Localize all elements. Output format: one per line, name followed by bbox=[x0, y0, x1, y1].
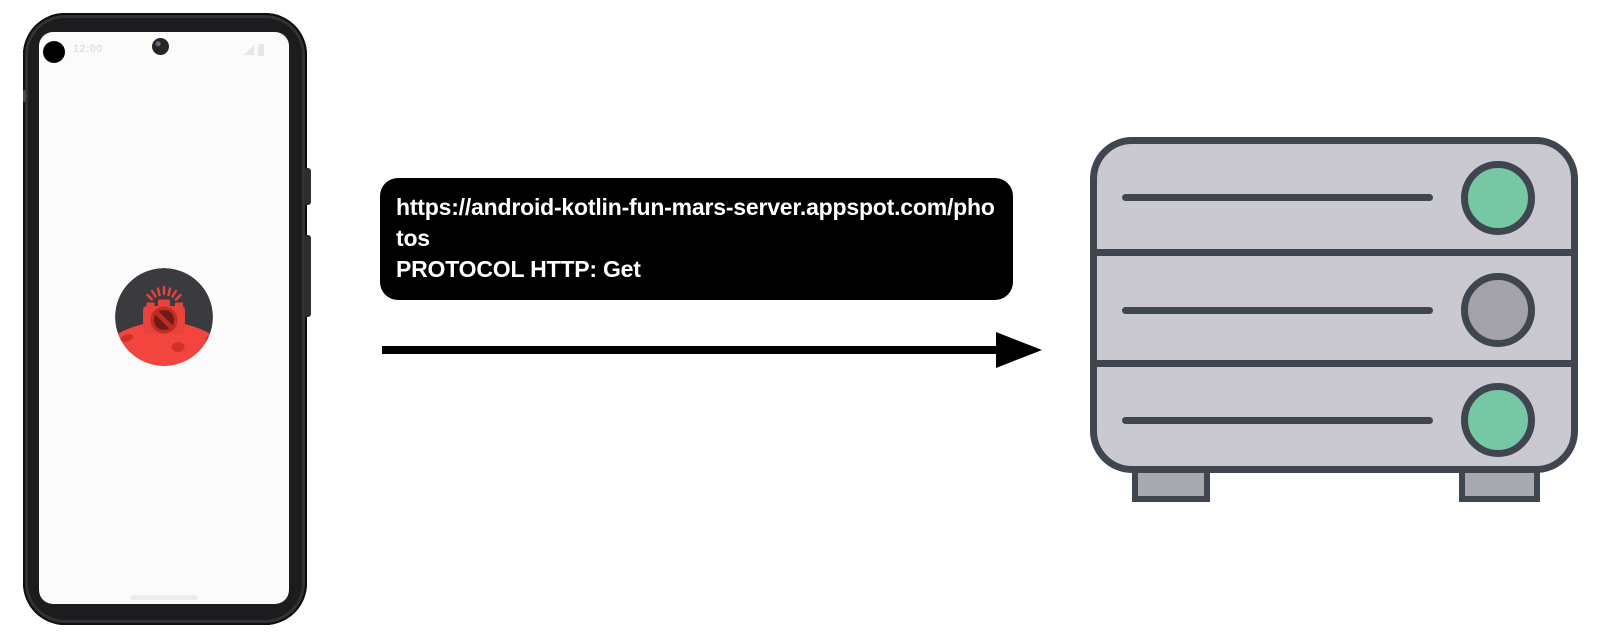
mars-camera-app-icon-svg bbox=[115, 268, 213, 366]
request-arrow-head-icon bbox=[996, 332, 1042, 368]
server-led bbox=[1461, 161, 1535, 235]
server-divider bbox=[1097, 360, 1571, 367]
phone: 12:00 bbox=[23, 13, 311, 625]
home-indicator bbox=[130, 595, 198, 600]
notification-dot-icon bbox=[43, 41, 65, 63]
server bbox=[1090, 137, 1578, 473]
phone-power-button bbox=[304, 168, 311, 205]
server-slot-line bbox=[1122, 417, 1433, 424]
server-led bbox=[1461, 383, 1535, 457]
phone-volume-button bbox=[304, 235, 311, 317]
signal-strength-icon bbox=[244, 45, 254, 55]
camera-flash-rays bbox=[146, 285, 182, 301]
request-url: https://android-kotlin-fun-mars-server.a… bbox=[396, 194, 995, 251]
server-divider bbox=[1097, 249, 1571, 256]
request-arrow-line bbox=[382, 346, 998, 354]
punch-hole-camera-icon bbox=[152, 38, 169, 55]
server-slot-line bbox=[1122, 307, 1433, 314]
battery-icon bbox=[258, 44, 264, 56]
phone-screen: 12:00 bbox=[39, 32, 289, 604]
request-protocol: PROTOCOL HTTP: Get bbox=[396, 256, 641, 282]
phone-antenna-line bbox=[23, 90, 26, 102]
server-led bbox=[1461, 273, 1535, 347]
mars-camera-app-icon bbox=[115, 268, 213, 366]
http-request-label: https://android-kotlin-fun-mars-server.a… bbox=[380, 178, 1013, 300]
server-slot-line bbox=[1122, 194, 1433, 201]
status-bar-time: 12:00 bbox=[73, 43, 103, 55]
